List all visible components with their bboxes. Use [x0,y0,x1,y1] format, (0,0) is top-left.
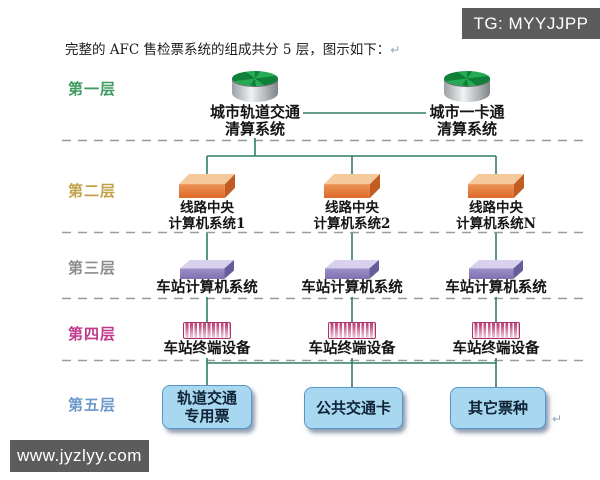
tier-label-1: 第一层 [68,80,117,98]
node-station-computer-3: 车站计算机系统 [445,279,547,296]
computer-slab-icon [180,260,234,279]
computer-slab-icon [469,260,523,279]
node-line-central-n: 线路中央 计算机系统N [456,200,536,232]
tier-label-2: 第二层 [68,182,117,200]
return-mark-icon: ↵ [552,412,563,426]
node-station-computer-2: 车站计算机系统 [301,279,403,296]
watermark-url: www.jyzlyy.com [10,440,149,472]
tg-badge: TG: MYYJJPP [462,8,600,39]
intro-text: 完整的 AFC 售检票系统的组成共分 5 层，图示如下： [65,42,391,58]
server-slab-icon [324,174,380,198]
node-rail-clearing-system: 城市轨道交通 清算系统 [209,103,300,138]
server-slab-icon [468,174,524,198]
return-mark-icon: ↵ [390,43,401,57]
tier-label-5: 第五层 [68,396,117,414]
computer-slab-icon [325,260,379,279]
server-slab-icon [179,174,235,198]
node-terminal-device-3: 车站终端设备 [452,340,540,357]
database-cylinder-icon [444,71,490,102]
terminal-device-icon [328,322,376,339]
database-cylinder-icon [232,71,278,102]
node-line-central-1: 线路中央 计算机系统1 [168,200,246,232]
tier-label-3: 第三层 [68,259,117,277]
node-rail-ticket-box: 轨道交通 专用票 [162,385,252,429]
intro-sentence: 完整的 AFC 售检票系统的组成共分 5 层，图示如下：↵ [65,38,400,58]
node-public-transport-card-box: 公共交通卡 [304,387,403,429]
node-other-tickets-box: 其它票种 [450,387,546,429]
node-terminal-device-1: 车站终端设备 [163,340,251,357]
node-line-central-2: 线路中央 计算机系统2 [313,200,391,232]
node-citycard-clearing-system: 城市一卡通 清算系统 [429,103,505,138]
terminal-device-icon [472,322,520,339]
node-station-computer-1: 车站计算机系统 [156,279,258,296]
tier-label-4: 第四层 [68,325,117,343]
node-terminal-device-2: 车站终端设备 [308,340,396,357]
terminal-device-icon [183,322,231,339]
